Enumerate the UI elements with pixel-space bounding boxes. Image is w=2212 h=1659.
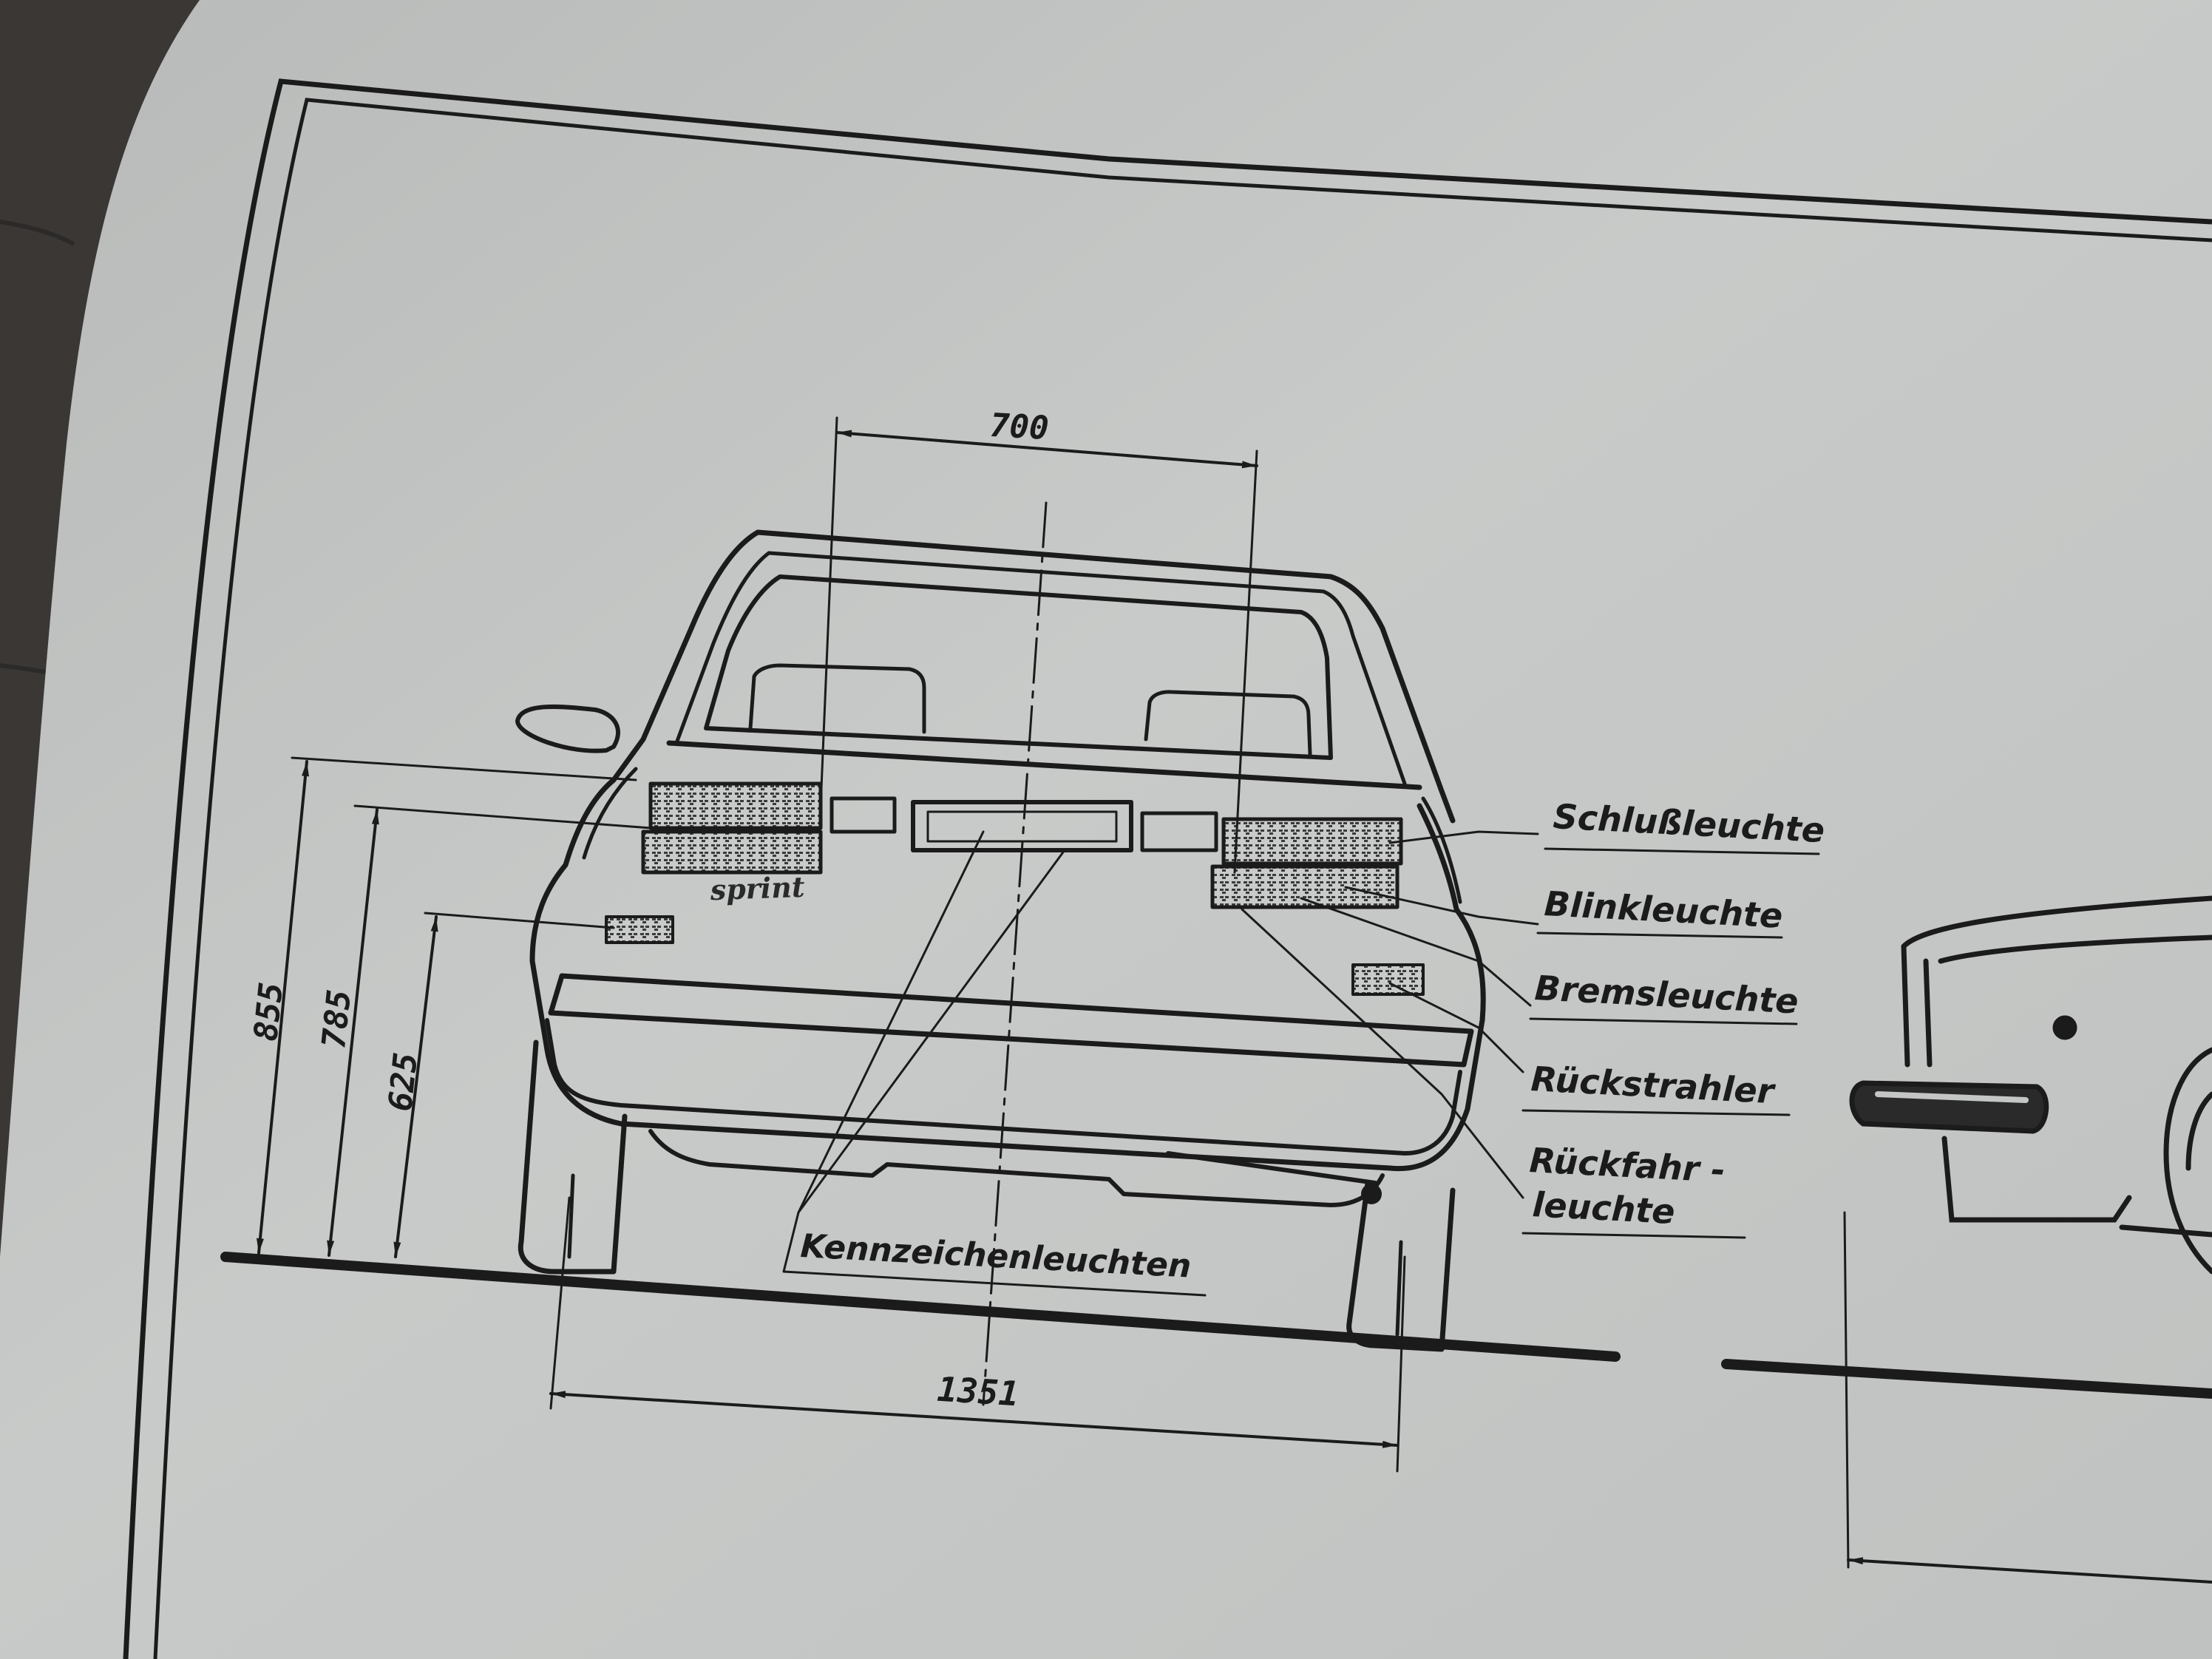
leader-brake-light <box>1300 897 1532 1007</box>
tail-light-left-lower <box>641 830 823 875</box>
dim-785-line <box>327 808 379 1257</box>
side-mirror <box>515 704 620 753</box>
dim-855-line <box>256 760 310 1255</box>
reflector-left <box>605 915 674 944</box>
label-leuchte: leuchte <box>1531 1184 1675 1232</box>
body-outline <box>529 777 1486 1172</box>
leader-reverse-light <box>1241 908 1524 1199</box>
side-view-fragment <box>1721 895 2212 1584</box>
side-bumper <box>1849 1080 2049 1134</box>
reflector-right <box>1351 963 1425 996</box>
headrest-right <box>1144 690 1312 756</box>
sprint-badge: sprint <box>709 870 806 906</box>
dim-700-line <box>835 430 1258 469</box>
rear-window <box>704 574 1333 760</box>
exhaust <box>1166 1151 1377 1185</box>
dim-855-label: 855 <box>247 980 291 1042</box>
dim-625-line <box>393 915 438 1258</box>
roof-outline <box>755 529 1456 824</box>
leader-tail-light <box>1388 830 1539 844</box>
tail-light-right-lower <box>1210 864 1400 909</box>
headrest-left <box>748 663 926 734</box>
leader-reflector <box>1388 982 1524 1073</box>
ground-line <box>220 1252 1621 1362</box>
dim-700-label: 700 <box>989 407 1050 447</box>
dim-785-label: 785 <box>315 988 359 1050</box>
dim-1351-label: 1351 <box>936 1369 1020 1414</box>
drawing-frame <box>123 78 2212 1659</box>
rear-view-drawing <box>220 416 1820 1473</box>
rear-bumper <box>548 973 1474 1068</box>
tail-light-left-upper <box>648 781 823 830</box>
leader-plate-lights <box>797 830 985 1214</box>
tail-light-right-upper <box>1221 817 1403 866</box>
wheel-right <box>1346 1180 1456 1352</box>
dim-1351-line <box>549 1391 1399 1448</box>
leader-indicator <box>1344 886 1539 926</box>
wheel-left <box>518 1039 628 1275</box>
dim-625-label: 625 <box>381 1051 425 1113</box>
center-line <box>982 501 1048 1406</box>
